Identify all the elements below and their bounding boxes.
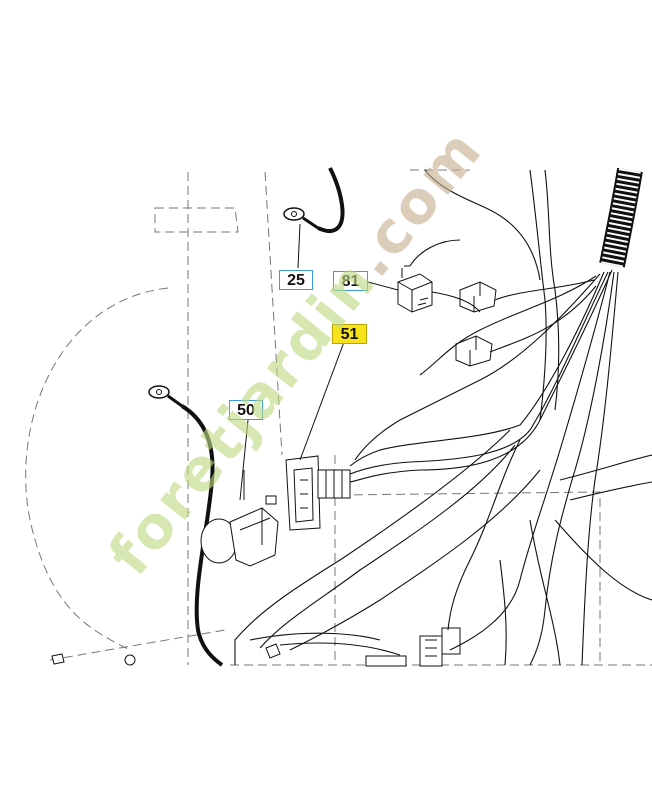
component-81-relay <box>397 265 433 313</box>
leader-lines <box>239 281 399 501</box>
component-51-connector <box>285 455 351 531</box>
callout-25: 25 <box>279 270 313 290</box>
callout-51: 51 <box>332 324 367 344</box>
ring-terminal-25 <box>283 167 345 269</box>
component-50-switch <box>200 470 279 567</box>
callout-50: 50 <box>229 400 263 420</box>
ground-terminals <box>51 653 136 666</box>
conduit <box>599 167 643 268</box>
wire-harness <box>234 169 652 666</box>
callout-81: 81 <box>333 271 368 291</box>
plug-connectors <box>265 281 497 667</box>
